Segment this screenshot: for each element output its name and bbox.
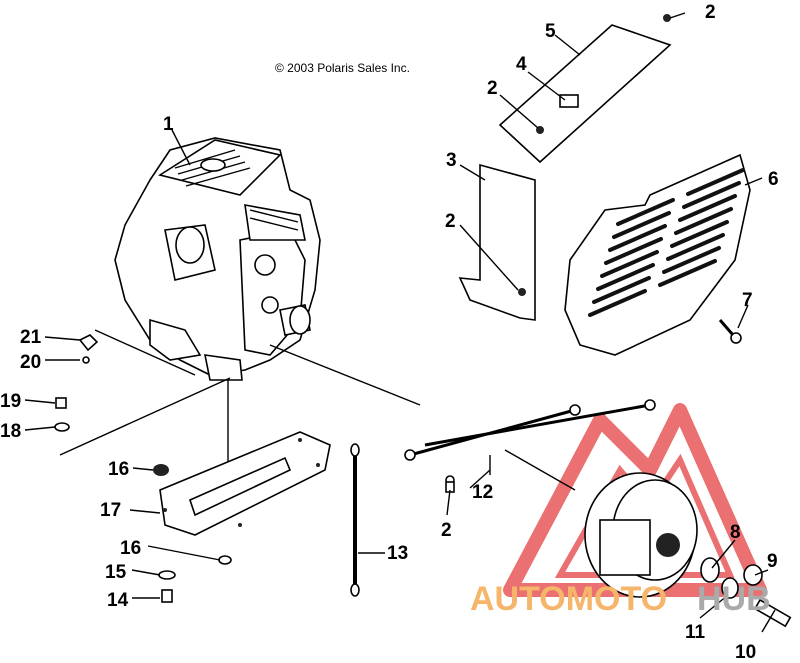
leader-lines xyxy=(59,329,576,495)
callout-6: 6 xyxy=(768,169,779,190)
louver-slot xyxy=(682,181,741,209)
callout-4: 4 xyxy=(516,54,527,75)
callout-2: 2 xyxy=(487,78,498,99)
callout-13: 13 xyxy=(387,543,408,564)
callout-5: 5 xyxy=(545,21,556,42)
louver-slot xyxy=(608,224,667,252)
louver-slot xyxy=(658,259,717,287)
callout-18: 18 xyxy=(0,421,21,442)
callout-16: 16 xyxy=(120,538,141,559)
callout-2: 2 xyxy=(445,211,456,232)
callout-3: 3 xyxy=(446,150,457,171)
callout-20: 20 xyxy=(20,352,41,373)
louver-slot xyxy=(604,237,663,265)
callout-7: 7 xyxy=(742,290,753,311)
hardware-left xyxy=(54,334,232,603)
louvered-panel xyxy=(564,153,751,356)
louver-slot xyxy=(686,168,745,196)
louver-slot xyxy=(674,207,733,235)
copyright-notice: © 2003 Polaris Sales Inc. xyxy=(275,61,410,75)
callout-2: 2 xyxy=(441,520,452,541)
callout-21: 21 xyxy=(20,327,42,348)
louver-slot xyxy=(588,289,647,317)
callout-19: 19 xyxy=(0,391,21,412)
top-cover xyxy=(498,14,672,164)
louver-slot xyxy=(670,220,729,248)
side-shroud xyxy=(458,163,536,321)
watermark-brand-suffix: HUB xyxy=(697,580,771,618)
louver-slot xyxy=(600,250,659,278)
callout-12: 12 xyxy=(472,482,493,503)
louver-slot xyxy=(616,198,675,226)
engine-assembly xyxy=(114,137,321,381)
callout-numbers: 1 2 2 2 2 3 4 5 6 7 8 9 10 11 12 13 14 1… xyxy=(0,2,779,663)
callout-1: 1 xyxy=(163,114,174,135)
callout-8: 8 xyxy=(730,522,741,543)
louver-slot xyxy=(596,263,655,291)
screw xyxy=(718,319,742,344)
callout-2: 2 xyxy=(705,2,716,23)
callout-14: 14 xyxy=(107,590,129,611)
callout-10: 10 xyxy=(735,642,756,663)
link-rod xyxy=(350,443,360,597)
clutch-assembly xyxy=(584,472,792,628)
louver-slot xyxy=(592,276,651,304)
louver-slot xyxy=(666,233,725,261)
callout-15: 15 xyxy=(105,562,127,583)
tension-rods xyxy=(404,399,656,475)
watermark-text: AUTOMOTO HUB xyxy=(470,580,771,618)
louver-slot xyxy=(662,246,721,274)
watermark-brand: AUTOMOTO xyxy=(470,580,667,618)
callout-11: 11 xyxy=(685,622,706,643)
skid-plate xyxy=(159,431,331,536)
louver-slot xyxy=(678,194,737,222)
louver-slot xyxy=(612,211,671,239)
callout-leaders xyxy=(24,12,776,633)
callout-16: 16 xyxy=(108,459,129,480)
callout-9: 9 xyxy=(767,551,778,572)
callout-17: 17 xyxy=(100,500,121,521)
